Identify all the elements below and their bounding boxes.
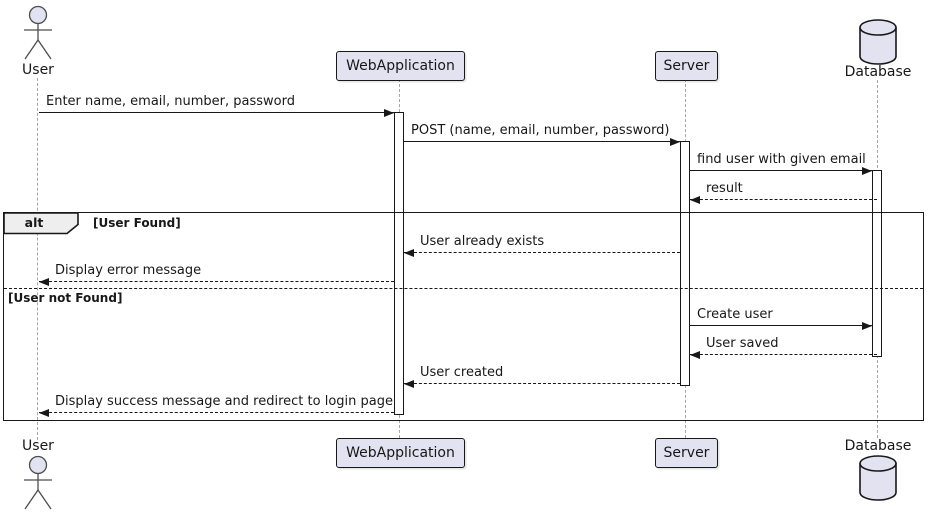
message-9: User created xyxy=(404,365,680,388)
message-5: User already exists xyxy=(404,234,680,257)
participant-webapplication-bottom: WebApplication xyxy=(336,438,465,468)
actor-icon-top xyxy=(24,5,52,60)
participant-server-bottom: Server xyxy=(655,438,718,468)
participant-label: Server xyxy=(663,58,710,74)
message-1: Enter name, email, number, password xyxy=(39,94,394,117)
arrowhead-icon xyxy=(690,351,700,359)
participant-label: WebApplication xyxy=(346,445,455,461)
database-icon-top xyxy=(859,19,897,65)
alt-operator-label: alt xyxy=(24,215,44,230)
message-label: result xyxy=(706,181,743,196)
arrowhead-icon xyxy=(670,138,680,146)
message-label: User created xyxy=(420,365,504,380)
activation-webapplication xyxy=(394,112,404,415)
message-label: Enter name, email, number, password xyxy=(46,94,295,109)
participant-label: Server xyxy=(663,445,710,461)
activation-database xyxy=(872,170,882,357)
arrowhead-icon xyxy=(690,196,700,204)
message-label: POST (name, email, number, password) xyxy=(411,123,670,138)
participant-label-user-top: User xyxy=(22,62,54,78)
message-label: User saved xyxy=(706,336,779,351)
message-label: Display error message xyxy=(55,263,202,278)
participant-label-database-top: Database xyxy=(844,64,912,80)
lifeline-user xyxy=(37,78,38,440)
alt-condition-2: [User not Found] xyxy=(8,291,123,305)
message-8: User saved xyxy=(690,336,877,359)
actor-icon-bottom xyxy=(24,455,52,510)
message-label: User already exists xyxy=(420,234,545,249)
database-icon-bottom xyxy=(859,455,897,501)
arrowhead-icon xyxy=(384,109,394,117)
alt-operator-tab xyxy=(2,211,79,234)
activation-server xyxy=(680,141,690,386)
message-label: Display success message and redirect to … xyxy=(55,394,393,409)
arrowhead-icon xyxy=(862,167,872,175)
arrowhead-icon xyxy=(404,249,414,257)
alt-divider xyxy=(4,288,923,289)
message-2: POST (name, email, number, password) xyxy=(404,123,680,146)
message-6: Display error message xyxy=(39,263,394,286)
message-label: find user with given email xyxy=(697,152,866,167)
message-4: result xyxy=(690,181,877,204)
participant-server-top: Server xyxy=(655,51,718,81)
message-7: Create user xyxy=(690,307,872,330)
alt-condition-1: [User Found] xyxy=(93,216,181,230)
participant-label-database-bottom: Database xyxy=(844,438,912,454)
participant-label-user-bottom: User xyxy=(22,438,54,454)
alt-frame: alt [User Found] [User not Found] xyxy=(2,211,924,421)
message-label: Create user xyxy=(697,307,773,322)
arrowhead-icon xyxy=(39,278,49,286)
arrowhead-icon xyxy=(862,322,872,330)
participant-label: WebApplication xyxy=(346,58,455,74)
message-3: find user with given email xyxy=(690,152,872,175)
arrowhead-icon xyxy=(39,409,49,417)
participant-webapplication-top: WebApplication xyxy=(336,51,465,81)
message-10: Display success message and redirect to … xyxy=(39,394,394,417)
arrowhead-icon xyxy=(404,380,414,388)
